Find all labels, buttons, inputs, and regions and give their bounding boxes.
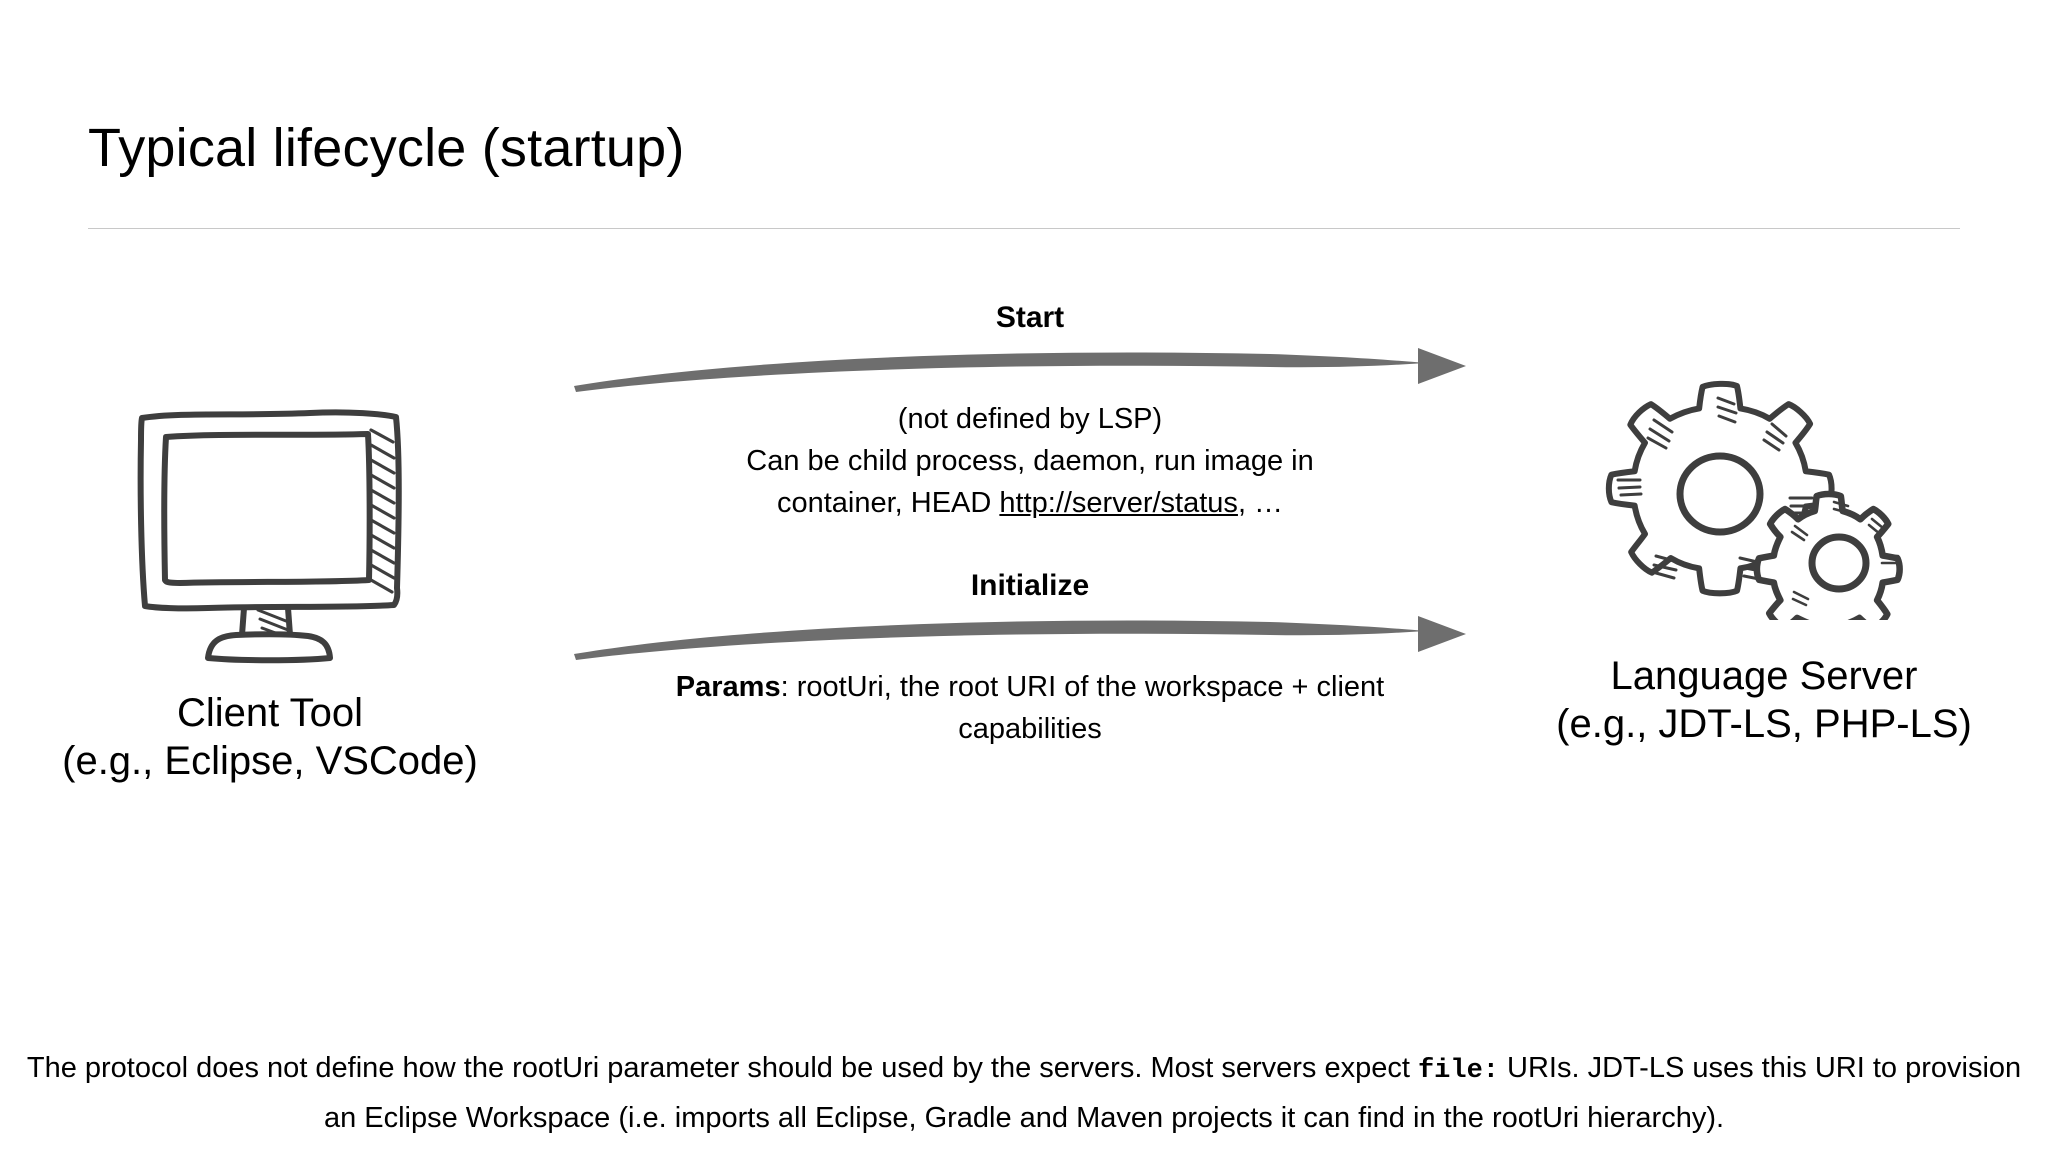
- actor-server: Language Server (e.g., JDT-LS, PHP-LS): [1480, 380, 2048, 748]
- footnote-part1: The protocol does not define how the roo…: [26, 1052, 1418, 1084]
- message-start-description: (not defined by LSP) Can be child proces…: [680, 398, 1380, 524]
- message-initialize: Initialize Params: rootUri, the root URI…: [570, 568, 1490, 750]
- footnote-part2: URIs. JDT-LS uses this URI to provision …: [323, 1052, 2022, 1134]
- arrow-initialize-icon: [574, 616, 1466, 660]
- message-start-label: Start: [995, 301, 1065, 334]
- footnote-file-scheme: file:: [1417, 1056, 1499, 1086]
- actor-client-caption: Client Tool (e.g., Eclipse, VSCode): [0, 689, 540, 785]
- actor-client: Client Tool (e.g., Eclipse, VSCode): [0, 400, 540, 785]
- message-start-desc-line2: Can be child process, daemon, run image …: [746, 445, 1314, 477]
- actor-server-caption: Language Server (e.g., JDT-LS, PHP-LS): [1480, 652, 2048, 748]
- footnote: The protocol does not define how the roo…: [0, 1045, 2048, 1142]
- actor-server-name: Language Server: [1610, 654, 1918, 698]
- message-initialize-description: Params: rootUri, the root URI of the wor…: [610, 666, 1450, 750]
- server-status-link[interactable]: http://server/status: [999, 487, 1238, 519]
- computer-monitor-icon: [137, 409, 402, 664]
- actor-client-name: Client Tool: [176, 691, 364, 735]
- message-start-desc-line3-prefix: container, HEAD: [776, 487, 1000, 519]
- message-initialize-params-label: Params: [675, 671, 781, 703]
- page-title: Typical lifecycle (startup): [88, 118, 685, 178]
- message-start-desc-line1: (not defined by LSP): [897, 403, 1163, 435]
- actor-client-examples: (e.g., Eclipse, VSCode): [62, 739, 478, 783]
- message-start: Start (not defined by LSP) Can be child …: [570, 300, 1490, 524]
- title-divider: [88, 228, 1960, 229]
- actor-server-examples: (e.g., JDT-LS, PHP-LS): [1556, 702, 1972, 746]
- arrow-start-icon: [574, 348, 1466, 392]
- message-initialize-label: Initialize: [970, 569, 1090, 602]
- gears-icon: [1605, 380, 1903, 620]
- message-initialize-params-text: : rootUri, the root URI of the workspace…: [780, 671, 1385, 745]
- message-start-desc-line3-suffix: , …: [1237, 487, 1284, 519]
